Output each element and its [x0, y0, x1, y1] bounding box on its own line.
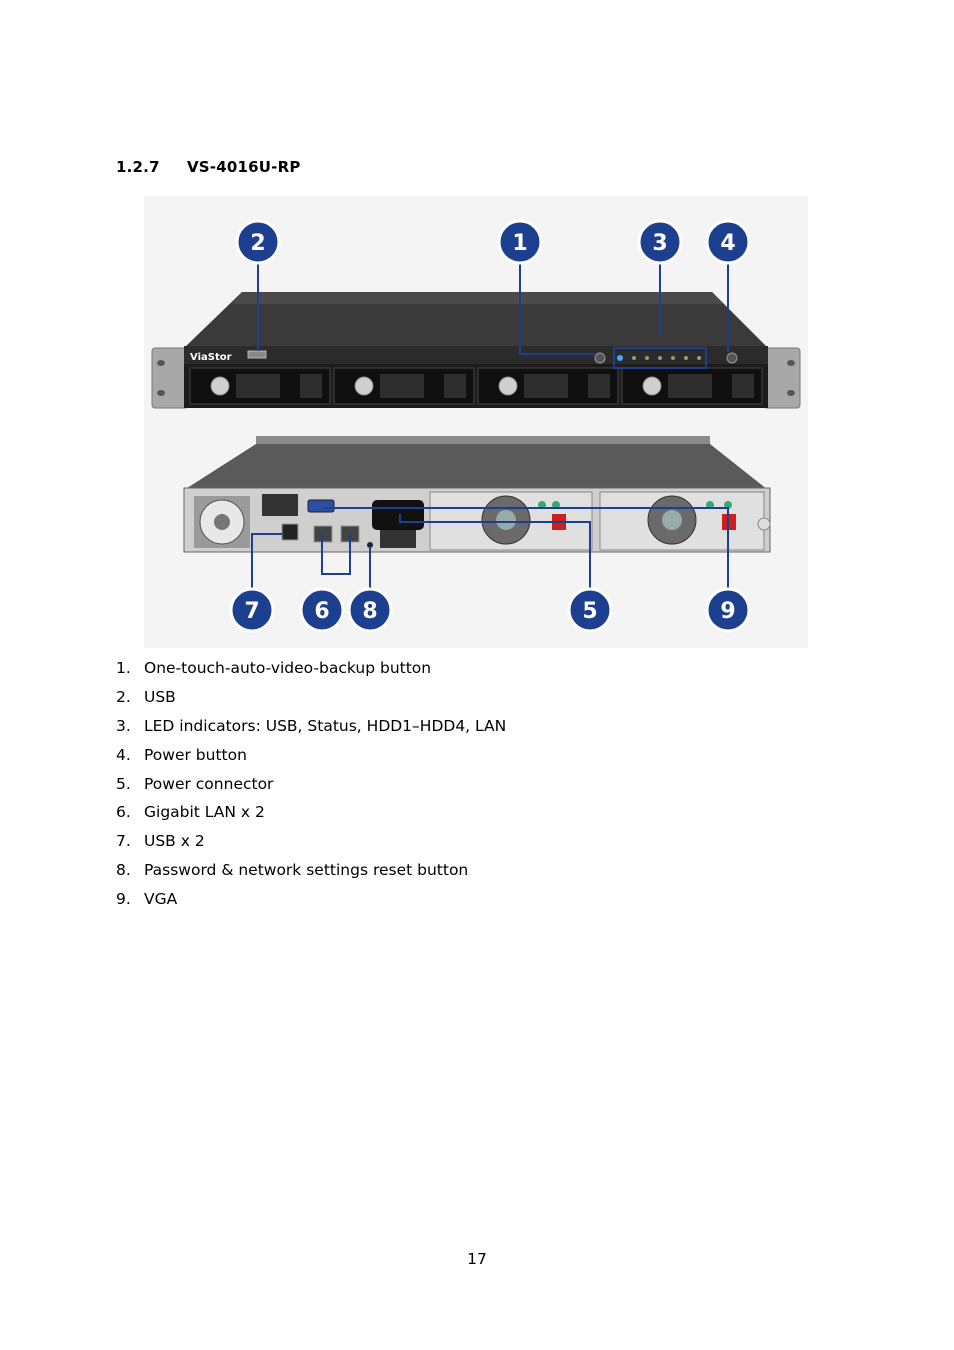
brand-logo: ViaStor [190, 352, 232, 363]
list-item: 2.USB [116, 687, 176, 706]
page-number: 17 [467, 1250, 487, 1268]
section-number: 1.2.7 [116, 158, 160, 176]
svg-text:4: 4 [720, 231, 735, 256]
svg-text:5: 5 [582, 599, 597, 624]
callout-2: 2 [235, 219, 281, 265]
power-button [726, 352, 738, 364]
vga-port [307, 499, 335, 513]
list-item: 9.VGA [116, 890, 178, 909]
device-figure: ViaStor [144, 196, 808, 648]
svg-text:3: 3 [652, 231, 667, 256]
rear-usb-ports [281, 523, 299, 541]
callout-4: 4 [705, 219, 751, 265]
component-list: 1.One-touch-auto-video-backup button 2.U… [116, 656, 506, 916]
svg-text:1: 1 [512, 231, 527, 256]
list-item: 8.Password & network settings reset butt… [116, 861, 469, 880]
callout-1: 1 [497, 219, 543, 265]
callout-6: 6 [299, 587, 345, 633]
list-item: 7.USB x 2 [116, 832, 205, 851]
callout-3: 3 [637, 219, 683, 265]
front-view: ViaStor [151, 292, 801, 409]
svg-text:6: 6 [314, 599, 329, 624]
reset-button [367, 542, 373, 548]
svg-text:2: 2 [250, 231, 265, 256]
list-item: 5.Power connector [116, 774, 274, 793]
section-heading: 1.2.7 VS-4016U-RP [116, 158, 301, 176]
callout-5: 5 [567, 587, 613, 633]
section-title: VS-4016U-RP [187, 158, 301, 176]
list-item: 3.LED indicators: USB, Status, HDD1–HDD4… [116, 716, 507, 735]
power-connector [372, 500, 424, 530]
callout-8: 8 [347, 587, 393, 633]
list-item: 6.Gigabit LAN x 2 [116, 803, 265, 822]
list-item: 1.One-touch-auto-video-backup button [116, 659, 432, 677]
leader-lines [251, 260, 729, 590]
backup-button [594, 352, 606, 364]
rear-view [183, 436, 771, 553]
svg-text:8: 8 [362, 599, 377, 624]
callout-9: 9 [705, 587, 751, 633]
drive-bays [189, 367, 763, 405]
svg-text:7: 7 [244, 599, 259, 624]
svg-text:9: 9 [720, 599, 735, 624]
front-usb-port [247, 350, 267, 359]
list-item: 4.Power button [116, 745, 247, 764]
callout-7: 7 [229, 587, 275, 633]
